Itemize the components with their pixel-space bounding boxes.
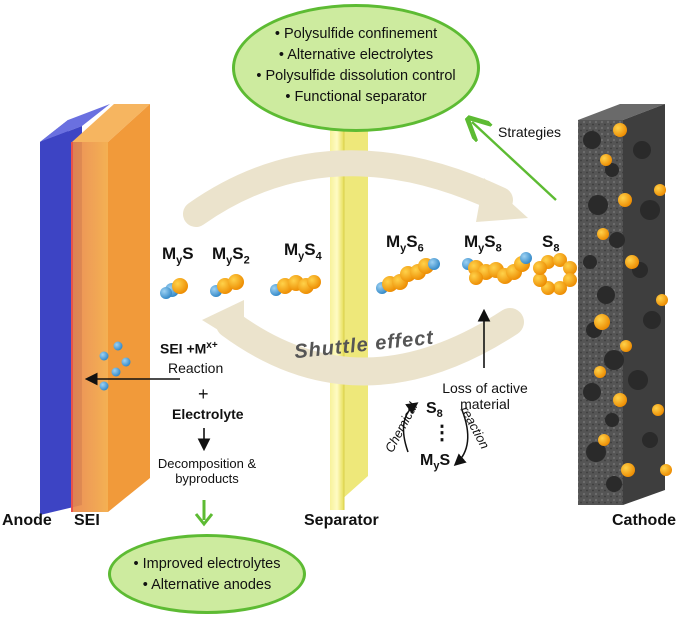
reaction-label: Reaction <box>168 360 224 376</box>
strategies-label: Strategies <box>498 124 562 140</box>
molecule-s8-ring <box>533 253 577 295</box>
strategy-item: Alternative electrolytes <box>235 45 477 66</box>
strategy-item: Polysulfide dissolution control <box>235 66 477 87</box>
cathode-slab <box>578 104 672 505</box>
molecule-mys6 <box>376 258 440 294</box>
separator-label: Separator <box>304 512 379 529</box>
cycle-dots: ⋮ <box>432 422 452 444</box>
molecule-mys4 <box>270 275 321 296</box>
anode-solutions-ellipse: Improved electrolytes Alternative anodes <box>108 534 306 614</box>
sei-ions <box>99 341 131 391</box>
cathode-label: Cathode <box>612 512 676 529</box>
species-mys8: MyS8 <box>464 232 502 255</box>
cycle-mys: MyS <box>420 452 451 473</box>
cycle-s8: S8 <box>426 400 443 421</box>
solution-item: Improved electrolytes <box>111 554 303 575</box>
sei-reaction-label: SEI +Mx+ <box>160 340 218 357</box>
decomposition-label: Decomposition &byproducts <box>157 456 257 486</box>
species-mys: MyS <box>162 244 194 267</box>
chemical-cycle-arcs <box>402 402 469 467</box>
strategy-item: Functional separator <box>235 87 477 108</box>
species-mys4: MyS4 <box>284 240 322 263</box>
molecule-mys8 <box>462 252 532 285</box>
species-s8: S8 <box>542 232 560 255</box>
strategies-ellipse: Polysulfide confinement Alternative elec… <box>232 4 480 132</box>
sei-label: SEI <box>74 512 100 529</box>
molecule-mys2 <box>210 274 244 297</box>
sei-slab <box>71 104 150 512</box>
plus-sign: + <box>198 384 209 404</box>
anode-solution-arrow <box>194 500 214 527</box>
shuttle-arrow-bottom <box>202 300 524 386</box>
species-mys6: MyS6 <box>386 232 424 255</box>
separator-slab <box>330 92 368 510</box>
strategy-item: Polysulfide confinement <box>235 24 477 45</box>
molecule-mys <box>160 278 188 299</box>
electrolyte-label: Electrolyte <box>172 406 244 422</box>
solution-item: Alternative anodes <box>111 575 303 596</box>
anode-label: Anode <box>2 512 52 529</box>
species-mys2: MyS2 <box>212 244 250 267</box>
strategies-arrow <box>472 122 557 201</box>
shuttle-arrow-top <box>183 150 528 227</box>
